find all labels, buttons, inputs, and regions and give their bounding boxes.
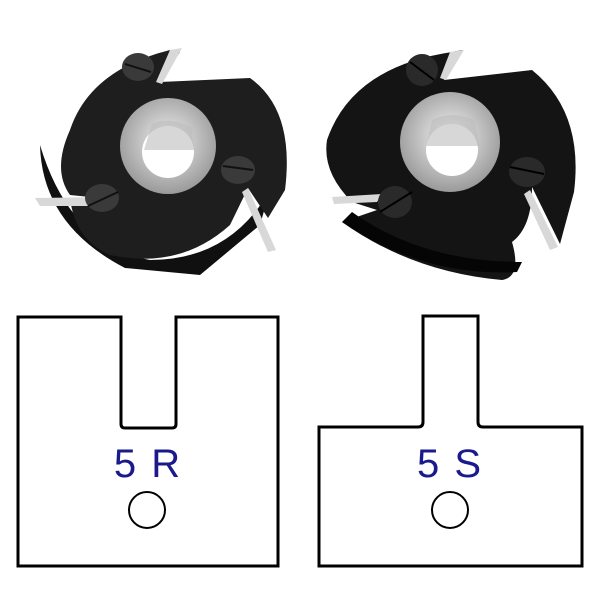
profile-diagram-5r: 5 R [0, 300, 300, 600]
tab-profile-icon [317, 314, 584, 568]
notch-profile-icon [16, 315, 280, 568]
profile-label-5s: 5 S [416, 442, 484, 486]
cutter-head-icon [35, 48, 287, 275]
cutter-head-icon [326, 50, 576, 280]
profile-label-5r: 5 R [113, 442, 183, 486]
cutter-photo-right [322, 22, 582, 282]
cutter-photo-left [30, 20, 290, 280]
profile-diagram-5s: 5 S [300, 300, 600, 600]
